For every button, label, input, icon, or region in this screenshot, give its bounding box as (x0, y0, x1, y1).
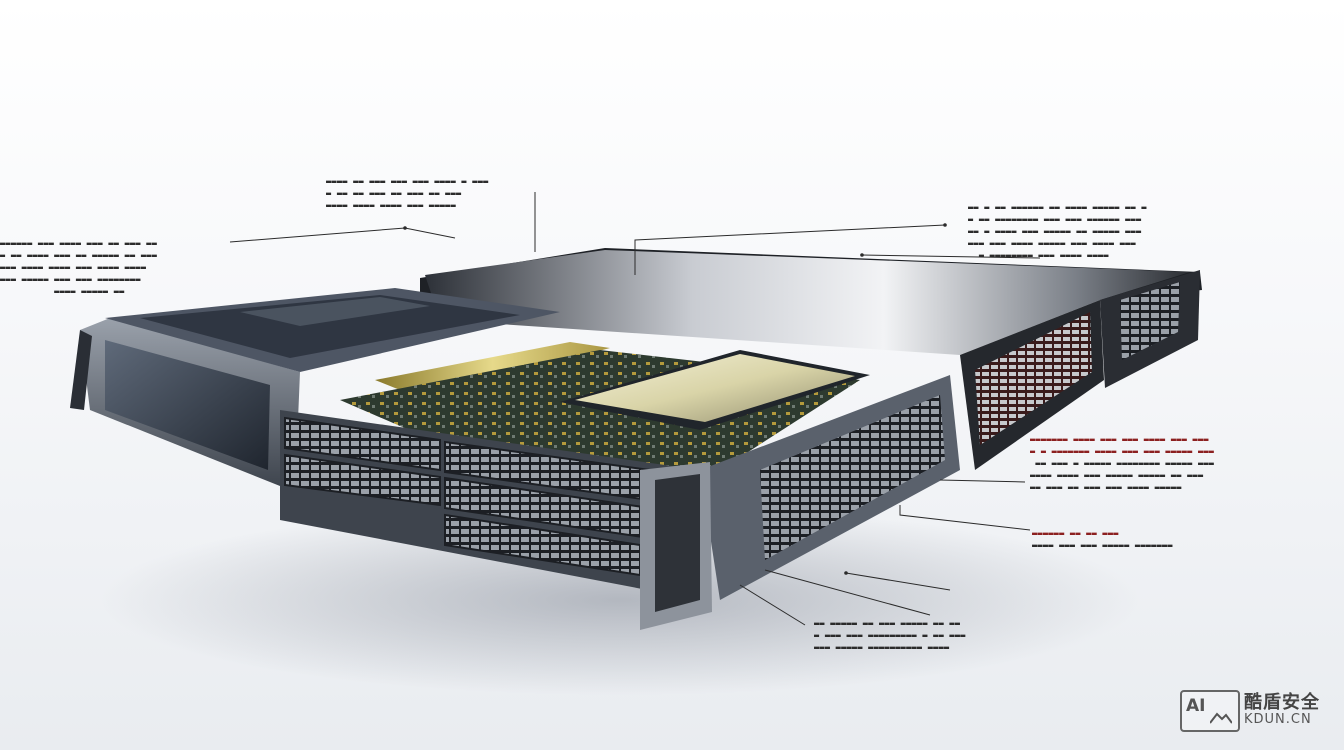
callout-right-lower: ▬▬▬▬▬▬ ▬▬ ▬▬ ▬▬▬ ▬▬▬▬ ▬▬▬ ▬▬▬ ▬▬▬▬▬ ▬▬▬▬… (1032, 529, 1173, 551)
mountain-icon (1210, 712, 1232, 724)
callout-top-center: ▬▬▬▬ ▬▬ ▬▬▬ ▬▬▬ ▬▬▬ ▬▬▬▬ ▬ ▬▬▬ ▬ ▬▬ ▬▬ ▬… (326, 177, 489, 211)
callout-bottom-center: ▬▬ ▬▬▬▬▬ ▬▬ ▬▬▬ ▬▬▬▬▬ ▬▬ ▬▬ ▬ ▬▬▬ ▬▬▬ ▬▬… (814, 619, 966, 653)
watermark-title: 酷盾安全 (1244, 692, 1320, 713)
watermark-logo: AI 酷盾安全 KDUN.CN (1180, 688, 1330, 732)
callout-top-right: ▬▬ ▬ ▬▬ ▬▬▬▬▬▬ ▬▬ ▬▬▬▬ ▬▬▬▬▬ ▬▬ ▬ ▬ ▬▬ ▬… (968, 203, 1147, 261)
ai-badge-icon: AI (1180, 690, 1240, 732)
callout-right-middle: ▬▬▬▬▬▬▬ ▬▬▬▬ ▬▬▬ ▬▬▬ ▬▬▬▬ ▬▬▬ ▬▬▬ ▬ ▬ ▬▬… (1030, 435, 1215, 493)
callout-left: ▬▬▬▬▬▬ ▬▬▬ ▬▬▬▬ ▬▬▬ ▬▬ ▬▬▬ ▬▬ ▬ ▬▬ ▬▬▬▬ … (0, 239, 158, 297)
ai-badge-text: AI (1186, 696, 1206, 716)
watermark-url: KDUN.CN (1244, 712, 1312, 727)
